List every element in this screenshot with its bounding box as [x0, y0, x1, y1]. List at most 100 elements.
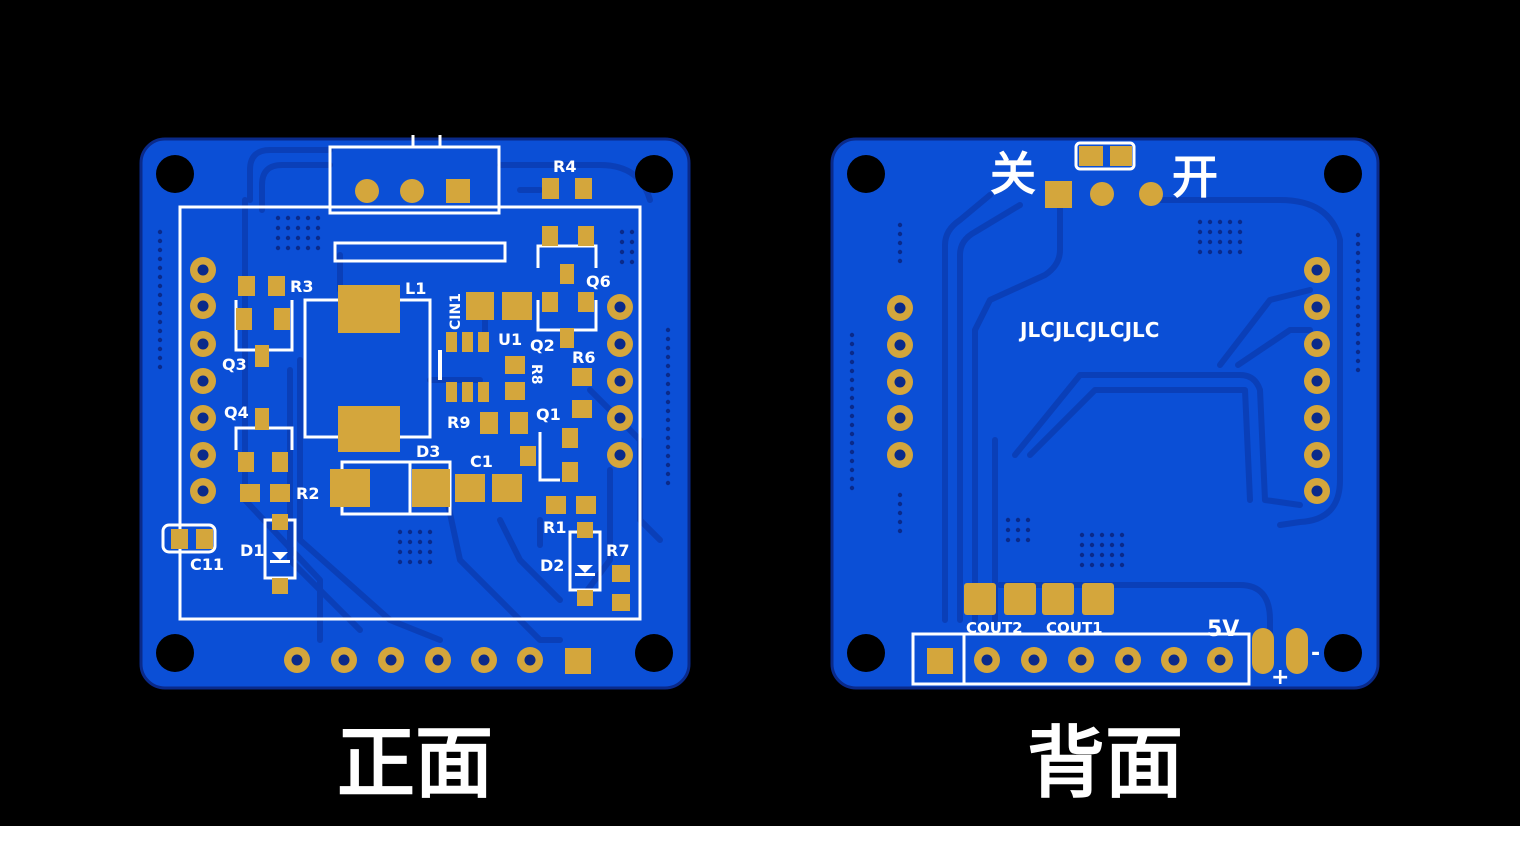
label-q2: Q2 — [530, 336, 555, 355]
via — [665, 480, 671, 486]
via — [157, 319, 163, 325]
label-r2: R2 — [296, 484, 319, 503]
pad — [197, 300, 209, 312]
via — [305, 235, 311, 241]
via — [665, 336, 671, 342]
label-r6: R6 — [572, 348, 595, 367]
front-u1-marker — [438, 350, 442, 380]
back-labels: 关 开 JLCJLCJLCJLC COUT2 COUT1 5V + - — [966, 147, 1320, 690]
via — [897, 501, 903, 507]
via — [1355, 259, 1361, 265]
via — [897, 231, 903, 237]
via — [1079, 552, 1085, 558]
via — [1355, 313, 1361, 319]
label-d3: D3 — [416, 442, 440, 461]
via — [849, 458, 855, 464]
via — [1025, 527, 1031, 533]
via — [397, 549, 403, 555]
back-silkscreen — [911, 141, 1251, 686]
via — [1217, 219, 1223, 225]
via — [1227, 219, 1233, 225]
via — [665, 399, 671, 405]
via — [1079, 532, 1085, 538]
via — [665, 462, 671, 468]
label-minus: - — [1311, 641, 1320, 666]
pad — [1122, 654, 1134, 666]
pad — [1168, 654, 1180, 666]
via — [1237, 219, 1243, 225]
via — [1355, 349, 1361, 355]
pad — [432, 654, 444, 666]
via — [1025, 517, 1031, 523]
label-d1: D1 — [240, 541, 264, 560]
pad — [197, 412, 209, 424]
via — [1197, 249, 1203, 255]
via — [427, 539, 433, 545]
via — [1089, 552, 1095, 558]
via — [1109, 552, 1115, 558]
via — [157, 328, 163, 334]
via — [427, 559, 433, 565]
via — [1005, 527, 1011, 533]
label-jlc: JLCJLCJLCJLC — [1018, 318, 1159, 342]
via — [1079, 562, 1085, 568]
via — [849, 413, 855, 419]
via — [1099, 552, 1105, 558]
label-l1: L1 — [405, 279, 426, 298]
label-q3: Q3 — [222, 355, 247, 374]
via — [1227, 239, 1233, 245]
pad — [1214, 654, 1226, 666]
pad — [197, 449, 209, 461]
back-pads — [887, 146, 1330, 674]
via — [849, 422, 855, 428]
front-diode-symbols — [270, 552, 595, 576]
via — [897, 222, 903, 228]
via — [1119, 562, 1125, 568]
via — [157, 355, 163, 361]
via — [849, 386, 855, 392]
via — [157, 337, 163, 343]
label-r8: R8 — [528, 364, 544, 385]
pad — [1311, 301, 1323, 313]
via — [285, 225, 291, 231]
via — [1237, 229, 1243, 235]
via — [849, 431, 855, 437]
front-mounting-holes — [156, 155, 673, 672]
pad — [197, 264, 209, 276]
via — [849, 341, 855, 347]
pad — [197, 338, 209, 350]
via — [397, 539, 403, 545]
front-caption: 正面 — [337, 719, 493, 809]
via — [665, 444, 671, 450]
via — [1119, 532, 1125, 538]
via — [407, 529, 413, 535]
label-on: 开 — [1172, 150, 1218, 204]
via — [157, 256, 163, 262]
via — [897, 258, 903, 264]
via — [665, 426, 671, 432]
via — [285, 235, 291, 241]
pad — [1075, 654, 1087, 666]
via — [1109, 542, 1115, 548]
pad — [614, 412, 626, 424]
via — [1355, 304, 1361, 310]
front-board: R4 R3 L1 CIN1 Q6 U1 Q2 R6 Q3 R8 Q4 R9 Q1… — [139, 135, 691, 690]
pad — [197, 485, 209, 497]
back-traces — [942, 192, 1343, 643]
via — [157, 274, 163, 280]
via — [1015, 527, 1021, 533]
via — [417, 549, 423, 555]
front-labels: R4 R3 L1 CIN1 Q6 U1 Q2 R6 Q3 R8 Q4 R9 Q1… — [190, 157, 629, 575]
via — [897, 519, 903, 525]
via — [315, 245, 321, 251]
via — [849, 332, 855, 338]
via — [619, 239, 625, 245]
via — [665, 417, 671, 423]
via — [407, 539, 413, 545]
label-off: 关 — [990, 147, 1036, 201]
back-board: 关 开 JLCJLCJLCJLC COUT2 COUT1 5V + - — [830, 137, 1380, 690]
front-vias — [157, 215, 671, 565]
pad — [197, 375, 209, 387]
back-caption: 背面 — [1027, 719, 1183, 809]
pad — [565, 648, 591, 674]
